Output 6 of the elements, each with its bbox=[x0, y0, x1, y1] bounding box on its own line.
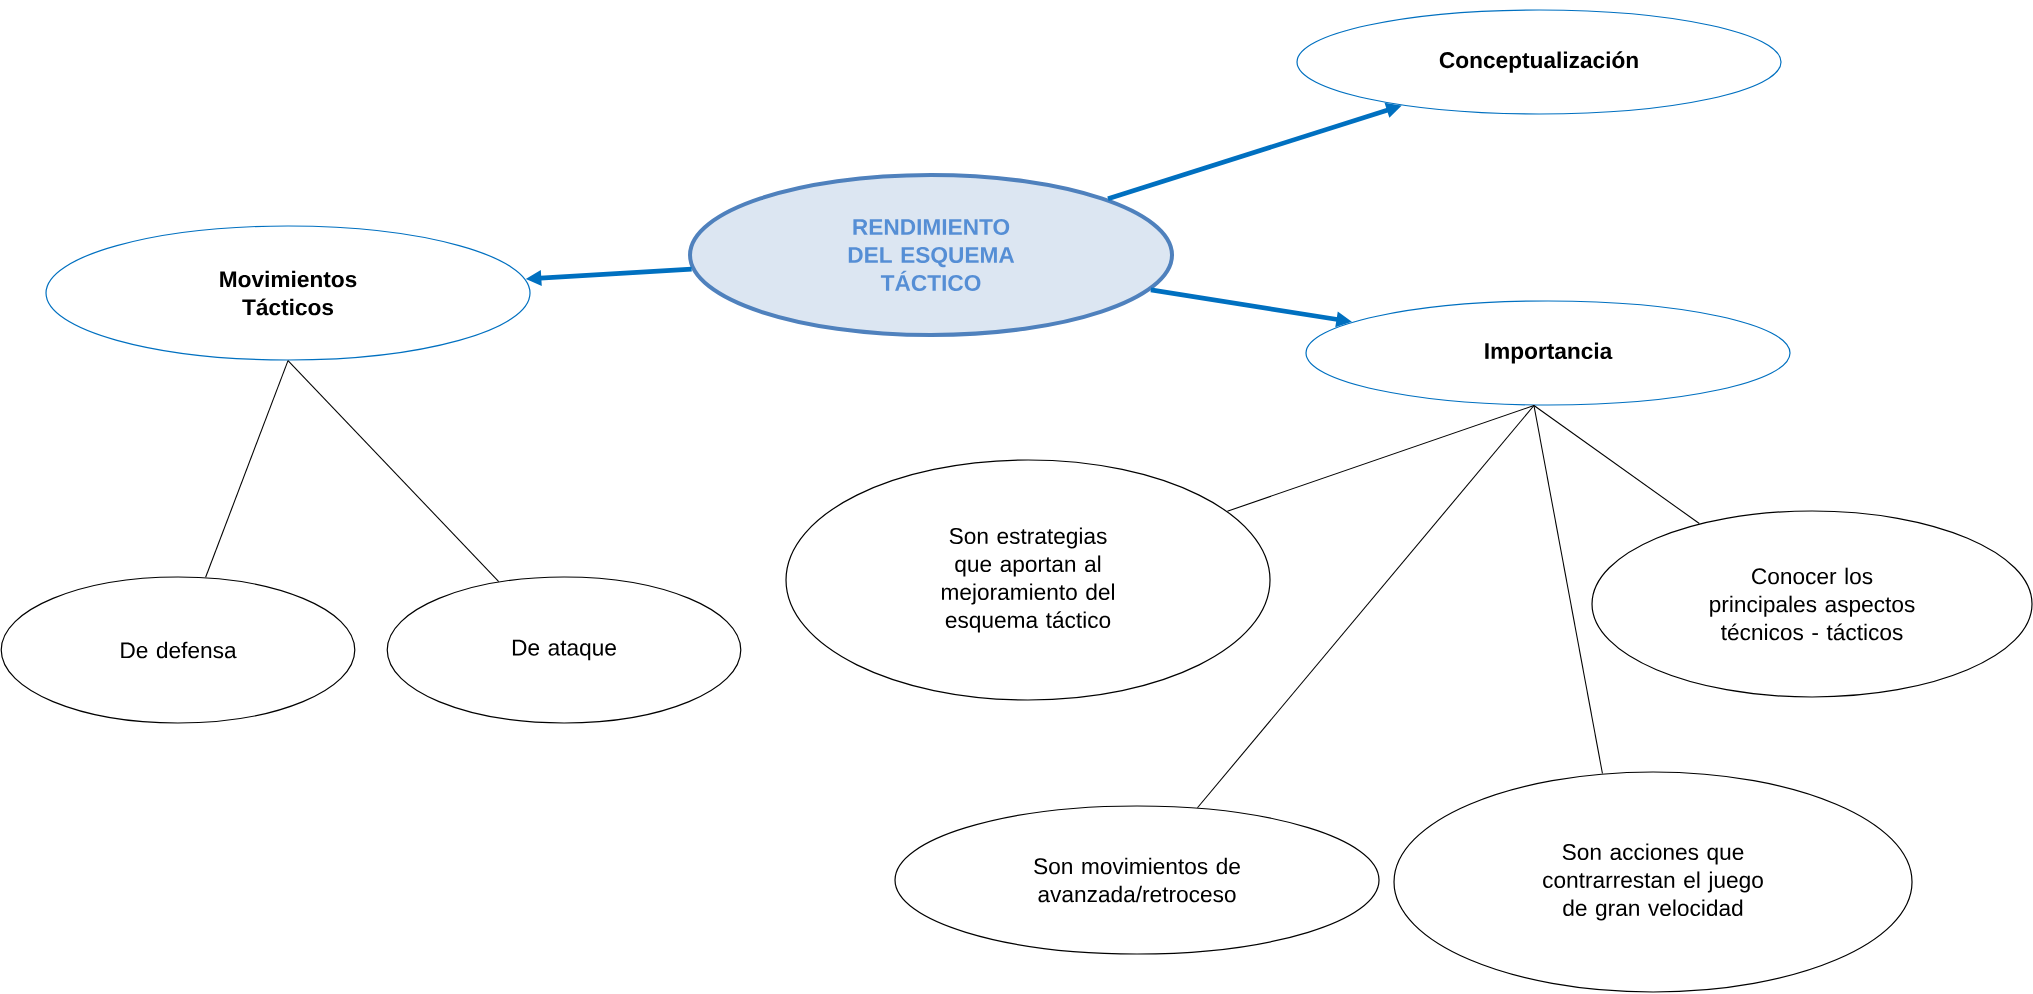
connector-line bbox=[287, 360, 500, 583]
connector-line bbox=[1533, 404, 1603, 775]
connector-line bbox=[1226, 404, 1535, 512]
connector-line bbox=[205, 360, 289, 578]
connector-line bbox=[1196, 404, 1535, 809]
connector-line bbox=[1533, 404, 1700, 525]
